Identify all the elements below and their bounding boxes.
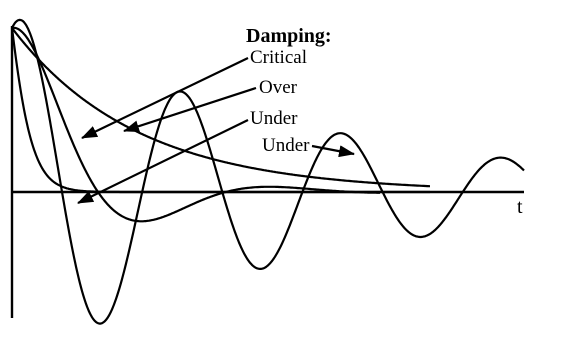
curve-critical-damped xyxy=(10,27,431,194)
label-under-2: Under xyxy=(262,135,310,156)
label-critical: Critical xyxy=(250,47,307,68)
curve-under-damped-1 xyxy=(11,26,381,223)
label-over: Over xyxy=(259,77,298,98)
arrow-critical xyxy=(81,57,249,139)
curve-over-damped xyxy=(11,27,431,188)
response-curves xyxy=(10,18,525,325)
time-axis-label: t xyxy=(517,196,523,218)
arrow-under-1 xyxy=(77,119,249,204)
label-under-1: Under xyxy=(250,108,298,129)
arrow-under-2 xyxy=(311,144,355,158)
curve-under-damped-2 xyxy=(11,18,525,325)
legend-title: Damping: xyxy=(246,25,332,47)
arrow-over xyxy=(123,86,257,133)
